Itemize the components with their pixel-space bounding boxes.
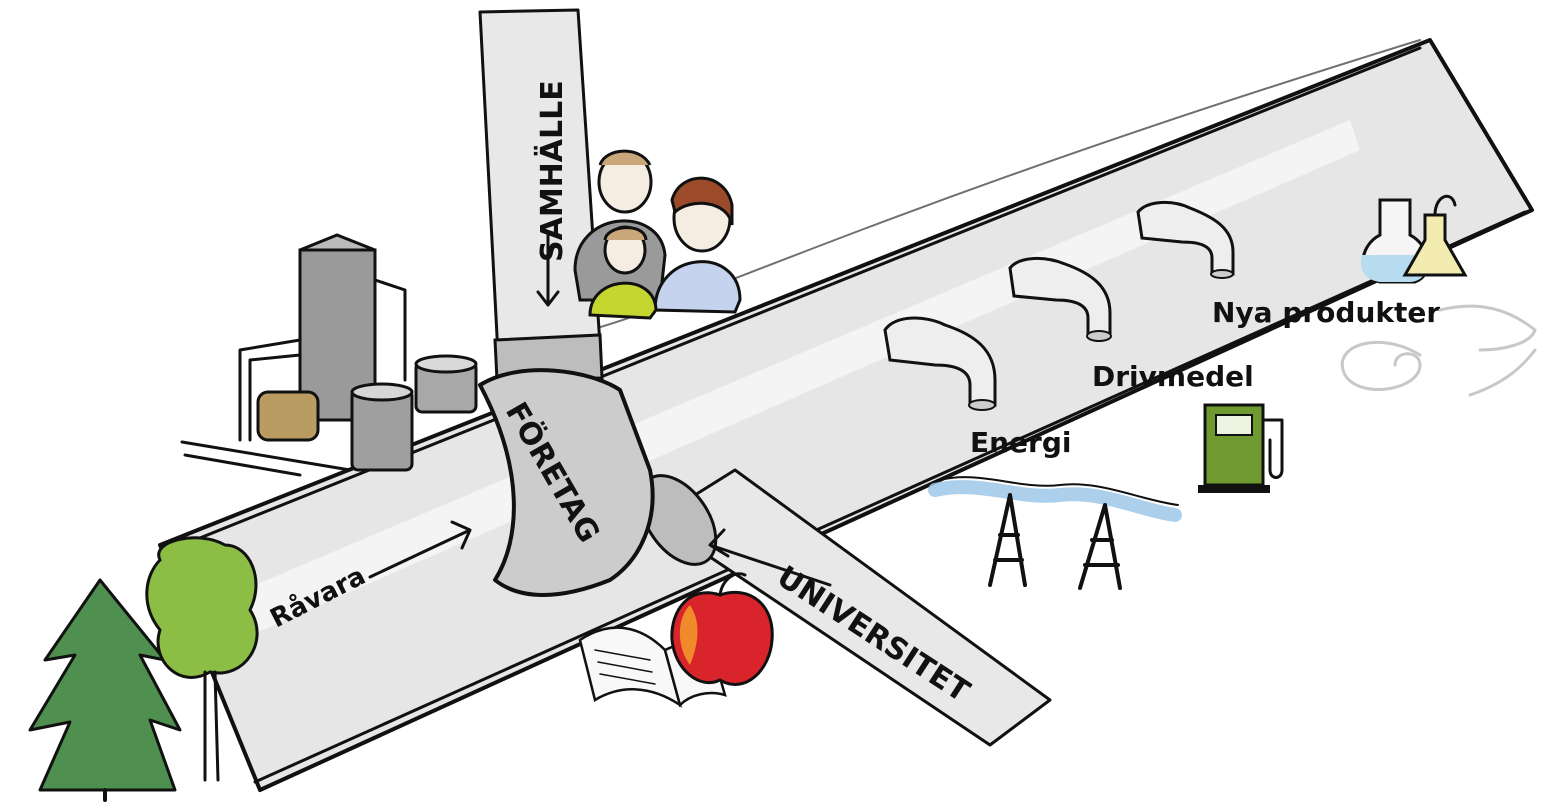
paper-scroll-icon <box>1341 304 1537 397</box>
outlet-tap-icon <box>1008 257 1112 342</box>
drivmedel-label: Drivmedel <box>1092 360 1254 393</box>
fuel-pump-icon <box>1198 403 1284 493</box>
family-icon <box>573 149 742 320</box>
samhalle-pipe <box>478 8 604 382</box>
spruce-tree-icon <box>28 578 182 802</box>
lab-flask-icon <box>1360 194 1468 284</box>
factory-icon <box>180 233 478 477</box>
samhalle-label: SAMHÄLLE <box>534 80 570 262</box>
apple-icon <box>670 572 774 686</box>
universitet-arrow-icon <box>708 528 832 587</box>
foretag-collar <box>478 368 655 597</box>
deciduous-tree-icon <box>145 536 259 782</box>
energi-label: Energi <box>970 426 1072 459</box>
samhalle-collar <box>493 333 604 382</box>
nya-produkter-label: Nya produkter <box>1212 296 1440 329</box>
universitet-pipe <box>638 468 1052 747</box>
ravara-arrow-icon <box>368 520 472 579</box>
samhalle-arrow-icon <box>536 233 560 307</box>
power-pylon-icon <box>928 476 1182 590</box>
outlet-tap-icon <box>883 316 997 411</box>
outlet-tap-icon <box>1136 201 1235 279</box>
